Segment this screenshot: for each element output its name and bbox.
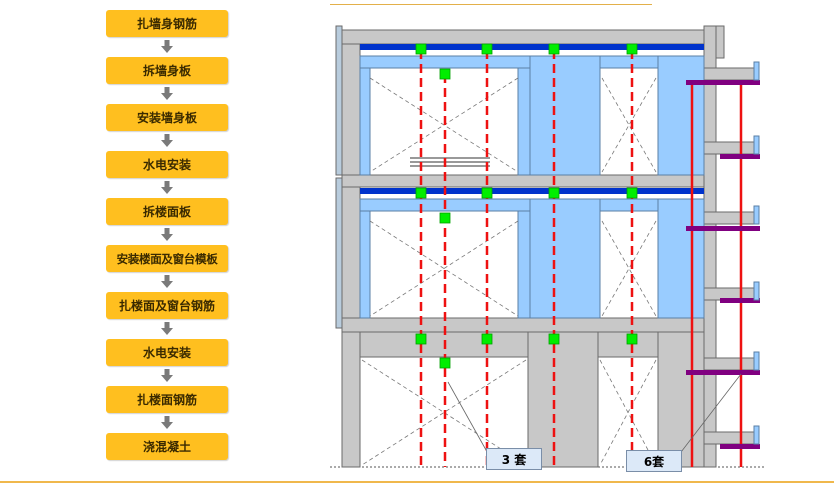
- step-7: 扎楼面及窗台钢筋: [106, 292, 228, 319]
- beam-formwork-middle-right: [599, 198, 659, 212]
- first-floor-slab: [341, 317, 717, 333]
- step-9: 扎楼面钢筋: [106, 386, 228, 413]
- hatch-lines: [410, 157, 490, 167]
- second-floor-slab: [341, 174, 717, 188]
- step-10: 浇混凝土: [106, 433, 228, 460]
- cantilever-beams: [686, 80, 760, 449]
- left-formwork-upper: [335, 25, 343, 176]
- diagonal-bracing: [361, 77, 657, 466]
- down-arrow-icon: [161, 228, 173, 241]
- top-rule: [330, 4, 652, 5]
- balcony-1: [703, 67, 755, 81]
- down-arrow-icon: [161, 181, 173, 194]
- right-column: [657, 331, 705, 468]
- down-arrow-icon: [161, 134, 173, 147]
- wall-formwork-middle-mid: [517, 210, 531, 319]
- balcony-5: [703, 357, 755, 371]
- beam-bar-upper: [360, 44, 704, 50]
- parapet: [715, 25, 725, 59]
- formwork-panels: [359, 55, 705, 319]
- down-arrow-icon: [161, 275, 173, 288]
- down-arrow-icon: [161, 416, 173, 429]
- right-wall: [703, 25, 717, 468]
- step-4: 水电安装: [106, 151, 228, 178]
- step-1: 扎墙身钢筋: [106, 10, 228, 37]
- balcony-2: [703, 141, 755, 155]
- cantilever-shores: [690, 84, 743, 467]
- bottom-rule: [0, 481, 834, 483]
- joints: [415, 43, 638, 369]
- down-arrow-icon: [161, 369, 173, 382]
- left-wall: [341, 29, 361, 468]
- step-2: 拆墙身板: [106, 57, 228, 84]
- beam-bar-middle: [360, 188, 704, 194]
- down-arrow-icon: [161, 322, 173, 335]
- beam-formwork-upper-right: [599, 55, 659, 69]
- step-3: 安装墙身板: [106, 104, 228, 131]
- wall-formwork-upper-left: [359, 67, 371, 176]
- concrete-structure: [335, 25, 755, 468]
- process-flowchart: 扎墙身钢筋 拆墙身板 安装墙身板 水电安装 拆楼面板 安装楼面及窗台模板 扎楼面…: [0, 0, 334, 480]
- step-6: 安装楼面及窗台模板: [106, 245, 228, 272]
- column-formwork-middle: [529, 198, 601, 319]
- wall-formwork-middle-left: [359, 210, 371, 319]
- step-8: 水电安装: [106, 339, 228, 366]
- column-formwork-middle-right: [657, 198, 705, 319]
- down-arrow-icon: [161, 87, 173, 100]
- callout-leaders: [447, 373, 742, 457]
- balcony-3: [703, 211, 755, 225]
- callout-6-sets: 6套: [626, 450, 682, 472]
- down-arrow-icon: [161, 40, 173, 53]
- formwork-section-drawing: [330, 25, 765, 468]
- central-column: [527, 331, 599, 468]
- edge-formwork: [753, 61, 760, 445]
- left-formwork-middle: [335, 177, 343, 329]
- callout-3-sets: 3 套: [486, 448, 542, 470]
- column-formwork-upper-right: [657, 55, 705, 176]
- shores: [419, 50, 634, 467]
- roof-slab: [341, 29, 717, 45]
- beam-formwork-upper-left: [359, 55, 531, 69]
- wall-formwork-upper-mid: [517, 67, 531, 176]
- balcony-6: [703, 431, 755, 445]
- step-5: 拆楼面板: [106, 198, 228, 225]
- column-formwork-upper: [529, 55, 601, 176]
